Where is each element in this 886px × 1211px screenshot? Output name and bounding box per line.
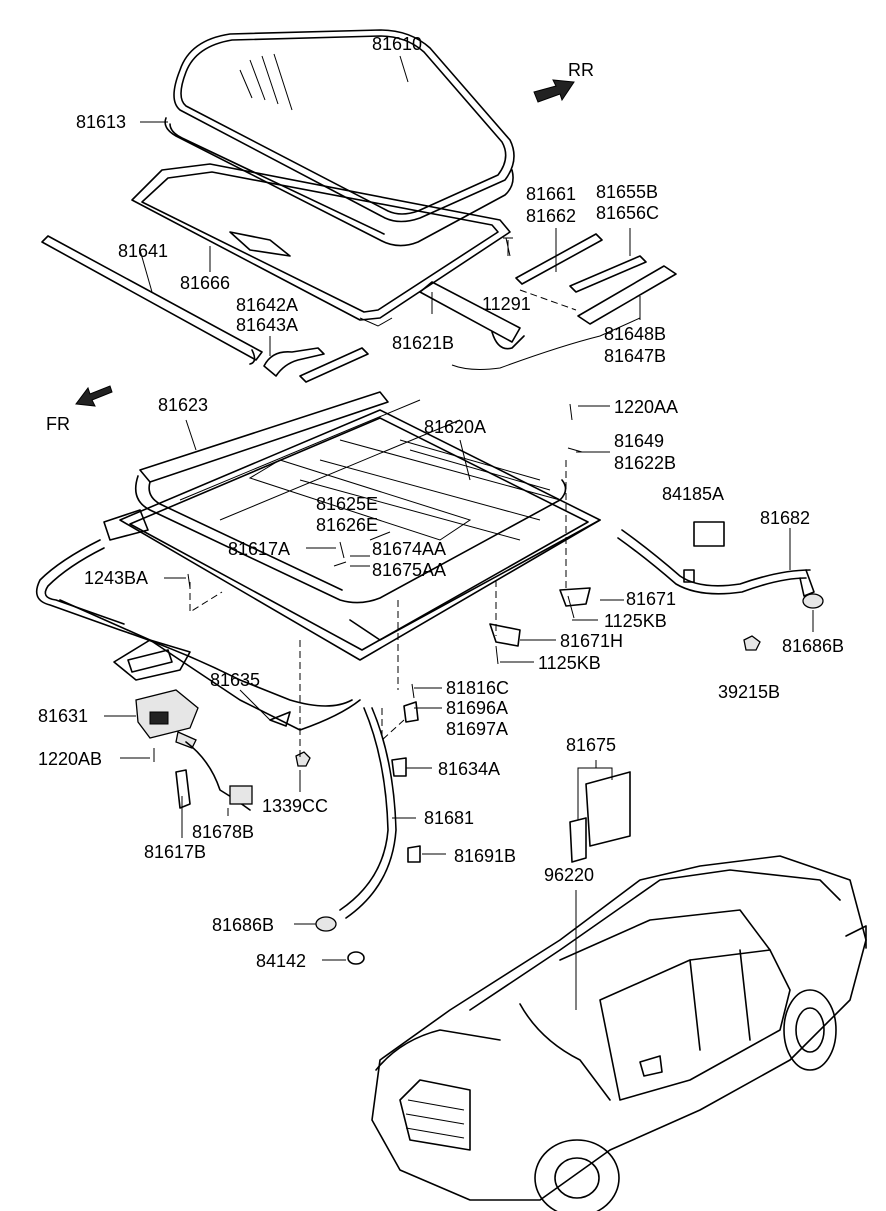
callout-81671: 81671 [626, 589, 676, 609]
sunroof-motor [135, 689, 253, 811]
callout-81626E: 81626E [316, 515, 378, 535]
callout-1220AA: 1220AA [614, 397, 678, 417]
callout-81655B: 81655B [596, 182, 658, 202]
callout-81617A: 81617A [228, 539, 290, 559]
callout-labels: 81610 81613 81641 81666 81642A 81643A 81… [38, 34, 844, 971]
callout-81648B: 81648B [604, 324, 666, 344]
callout-81622B: 81622B [614, 453, 676, 473]
callout-81649: 81649 [614, 431, 664, 451]
callout-81696A: 81696A [446, 698, 508, 718]
link-bars [503, 233, 677, 325]
callout-81635: 81635 [210, 670, 260, 690]
callout-81642A: 81642A [236, 295, 298, 315]
callout-81647B: 81647B [604, 346, 666, 366]
callout-81661: 81661 [526, 184, 576, 204]
callout-1125KB-upper: 1125KB [604, 611, 667, 631]
callout-84142: 84142 [256, 951, 306, 971]
callout-81675AA: 81675AA [372, 560, 446, 580]
callout-81686B-rear: 81686B [782, 636, 844, 656]
vehicle-illustration [371, 855, 867, 1211]
callout-81623: 81623 [158, 395, 208, 415]
callout-81641: 81641 [118, 241, 168, 261]
callout-81662: 81662 [526, 206, 576, 226]
callout-1243BA: 1243BA [84, 568, 148, 588]
glass-panel [164, 29, 515, 247]
callout-96220: 96220 [544, 865, 594, 885]
callout-81697A: 81697A [446, 719, 508, 739]
deflector-frame [131, 163, 511, 327]
callout-81634A: 81634A [438, 759, 500, 779]
arrow-up-right-icon [533, 79, 575, 103]
callout-81610: 81610 [372, 34, 422, 54]
rear-direction-indicator: RR [533, 60, 594, 103]
callout-81631: 81631 [38, 706, 88, 726]
callout-81656C: 81656C [596, 203, 659, 223]
callout-81643A: 81643A [236, 315, 298, 335]
front-direction-indicator: FR [46, 385, 113, 434]
sunroof-frame [103, 391, 601, 661]
callout-81678B: 81678B [192, 822, 254, 842]
callout-39215B: 39215B [718, 682, 780, 702]
callout-1125KB-lower: 1125KB [538, 653, 601, 673]
callout-81674AA: 81674AA [372, 539, 446, 559]
callout-81675: 81675 [566, 735, 616, 755]
sunroof-cover [569, 771, 631, 863]
callout-1220AB: 1220AB [38, 749, 102, 769]
callout-11291: 11291 [482, 294, 531, 314]
front-label: FR [46, 414, 70, 434]
motor-bracket [113, 639, 191, 681]
assembly-lines [189, 460, 567, 760]
front-drain-hose [315, 707, 397, 965]
callout-81617B: 81617B [144, 842, 206, 862]
callout-81682: 81682 [760, 508, 810, 528]
callout-81686B-front: 81686B [212, 915, 274, 935]
callout-81620A: 81620A [424, 417, 486, 437]
callout-81816C: 81816C [446, 678, 509, 698]
callout-81691B: 81691B [454, 846, 516, 866]
callout-81666: 81666 [180, 273, 230, 293]
rear-label: RR [568, 60, 594, 80]
weatherstrip [41, 235, 369, 383]
drain-guide [419, 281, 641, 370]
callout-1339CC: 1339CC [262, 796, 328, 816]
callout-81621B: 81621B [392, 333, 454, 353]
rear-drain-hose [617, 529, 824, 609]
fasteners [153, 403, 761, 863]
callout-81613: 81613 [76, 112, 126, 132]
callout-81671H: 81671H [560, 631, 623, 651]
arrow-down-left-icon [75, 385, 113, 407]
callout-81681: 81681 [424, 808, 474, 828]
leader-lines [104, 55, 814, 1010]
callout-81625E: 81625E [316, 494, 378, 514]
callout-84185A: 84185A [662, 484, 724, 504]
